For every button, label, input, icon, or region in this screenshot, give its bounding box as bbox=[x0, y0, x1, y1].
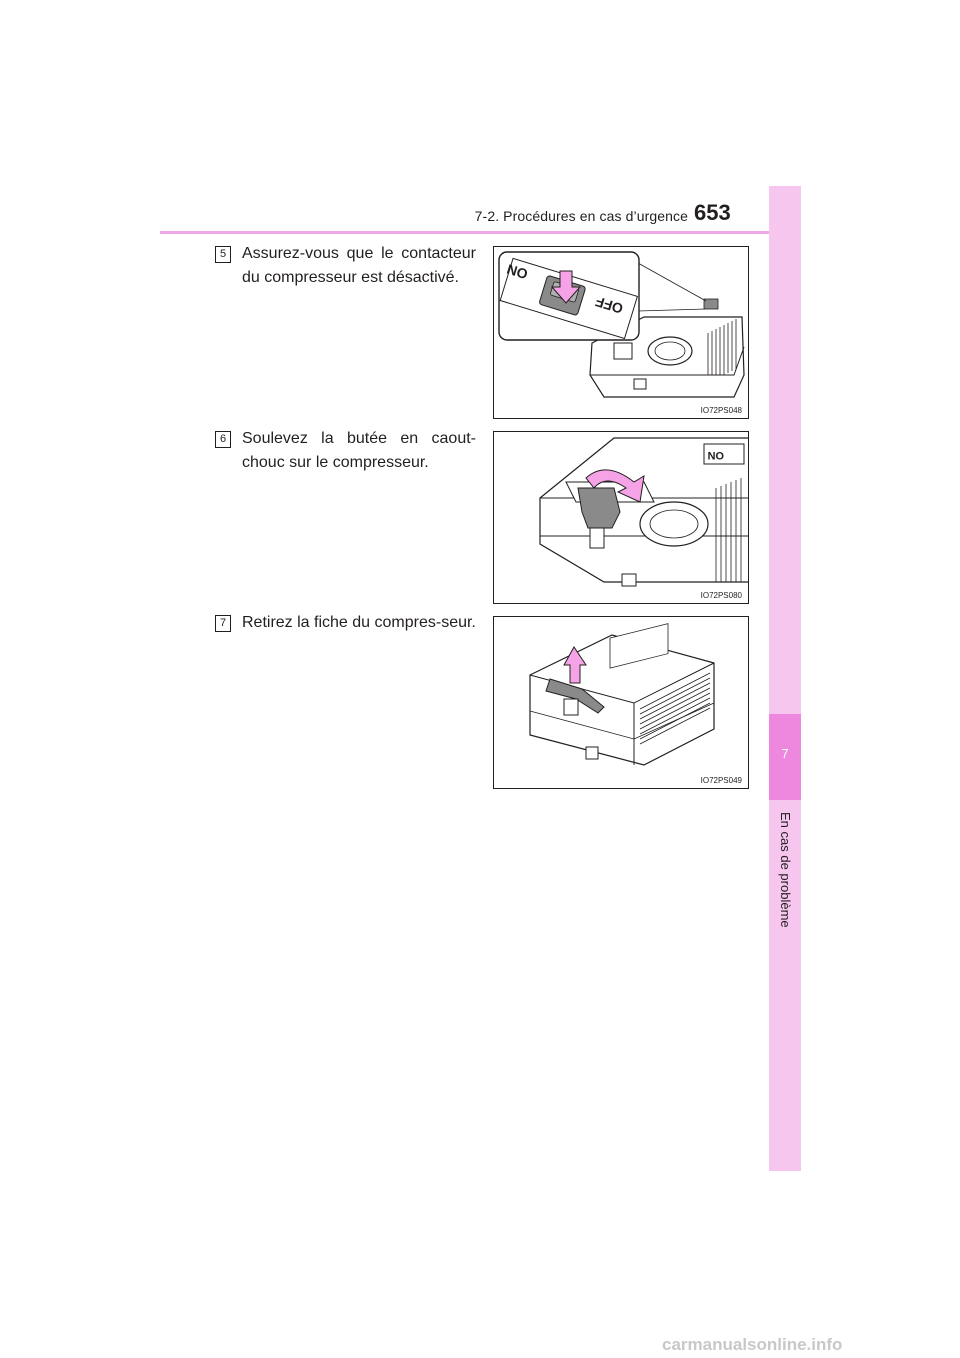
step-text-6: Soulevez la butée en caout-chouc sur le … bbox=[242, 430, 476, 471]
step-text-7: Retirez la fiche du compres-seur. bbox=[242, 614, 476, 631]
figure-code: IO72PS080 bbox=[700, 591, 742, 600]
step-number-5: 5 bbox=[215, 246, 231, 263]
figure-switch-off: ON OFF IO72PS048 bbox=[493, 246, 749, 419]
header-rule bbox=[160, 231, 800, 234]
chapter-label: En cas de problème bbox=[778, 812, 793, 928]
compressor-switch-illustration: ON OFF bbox=[498, 251, 745, 398]
step-text-5: Assurez-vous que le contacteur du compre… bbox=[242, 245, 476, 286]
figure-code: IO72PS049 bbox=[700, 776, 742, 785]
chapter-number: 7 bbox=[781, 746, 789, 761]
switch-off-label: OFF bbox=[593, 293, 625, 317]
section-title: 7-2. Procédures en cas d’urgence bbox=[474, 208, 688, 224]
step-number-7: 7 bbox=[215, 615, 231, 632]
figure-rubber-stopper: ON IO72PS080 bbox=[493, 431, 749, 604]
switch-on-label: ON bbox=[505, 261, 530, 282]
switch-on-label-2: ON bbox=[707, 449, 724, 461]
compressor-plug-illustration bbox=[529, 623, 715, 766]
chapter-side-tab bbox=[769, 186, 801, 1171]
compressor-stopper-illustration: ON bbox=[539, 437, 748, 587]
watermark: carmanualsonline.info bbox=[662, 1335, 843, 1354]
figure-unplug: IO72PS049 bbox=[493, 616, 749, 789]
page-number: 653 bbox=[694, 200, 731, 225]
figure-code: IO72PS048 bbox=[700, 406, 742, 415]
step-number-6: 6 bbox=[215, 431, 231, 448]
chapter-number-tab: 7 bbox=[769, 714, 801, 800]
